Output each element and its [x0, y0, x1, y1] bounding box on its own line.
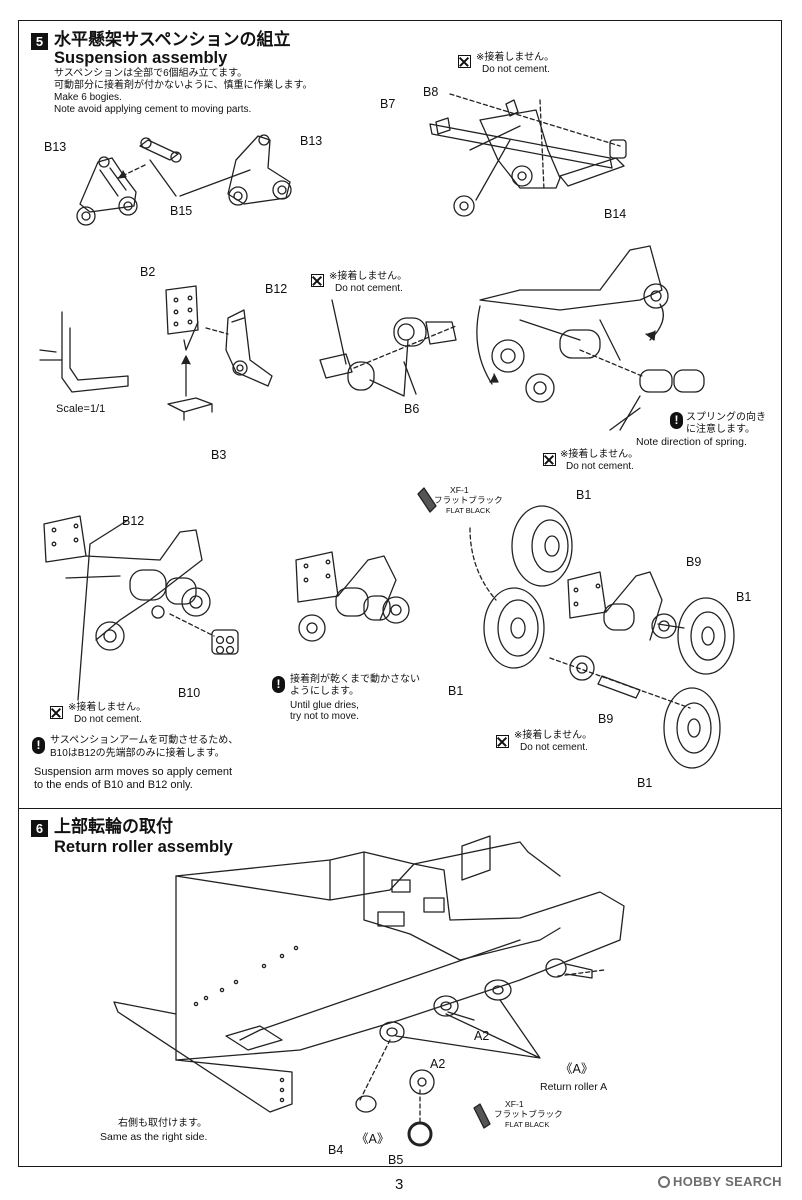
label-b8: B8: [423, 85, 439, 99]
step-5-title-jp: 水平懸架サスペンションの組立: [54, 30, 291, 49]
glue-note-jp-2: ようにします。: [290, 686, 359, 697]
no-cement-en-top: Do not cement.: [482, 64, 550, 75]
bogie-assembly-top: [476, 245, 705, 403]
scale-label: Scale=1/1: [56, 403, 106, 415]
bogie-b12-b10-assembly: [43, 515, 211, 651]
return-roller-a-label: Return roller A: [540, 1081, 608, 1093]
b14-axle-assembly: [429, 99, 627, 217]
spring-note-jp-2: に注意します。: [686, 424, 755, 435]
no-cement-jp-b10: ※接着しません。: [68, 702, 147, 713]
label-b15: B15: [170, 204, 193, 218]
watermark: HOBBY SEARCH: [658, 1174, 782, 1189]
paint-code-wheels: XF-1: [450, 485, 469, 495]
no-cement-en-b9: Do not cement.: [520, 742, 588, 753]
paint-name-jp-wheels: フラットブラック: [434, 495, 503, 505]
b3-part: [167, 397, 213, 421]
label-a2-upper: A2: [474, 1029, 490, 1043]
watermark-logo-icon: [658, 1176, 670, 1188]
no-cement-icon: [543, 453, 556, 466]
road-wheel-b1-top: [511, 505, 573, 587]
arm-note-jp-2: B10はB12の先端部のみに接着します。: [50, 748, 225, 759]
label-b9-bottom: B9: [598, 712, 614, 726]
label-b13-left: B13: [44, 140, 67, 154]
label-a2-lower: A2: [430, 1057, 446, 1071]
no-cement-icon: [458, 55, 471, 68]
label-b1-bottom: B1: [637, 776, 653, 790]
b12-arm-part: [225, 309, 273, 387]
no-cement-jp-b6: ※接着しません。: [329, 271, 408, 282]
bogie-with-b9-axles: [567, 571, 685, 699]
section-divider: [18, 808, 782, 809]
glue-note-en-1: Until glue dries,: [290, 700, 359, 711]
b13-right-part: [227, 134, 292, 206]
label-b13-right: B13: [300, 134, 323, 148]
return-roller-parts: [355, 979, 512, 1147]
label-b14: B14: [604, 207, 627, 221]
right-side-note-jp: 右側も取付けます。: [118, 1118, 207, 1129]
step-5-intro-en-2: Note avoid applying cement to moving par…: [54, 104, 252, 115]
step-5-intro-en-1: Make 6 bogies.: [54, 92, 122, 103]
spring-note-jp-1: スプリングの向き: [686, 412, 766, 423]
paint-code-roller: XF-1: [505, 1099, 524, 1109]
paint-name-en-roller: FLAT BLACK: [505, 1120, 550, 1129]
b13-left-part: [76, 156, 138, 226]
spring-note-en: Note direction of spring.: [636, 436, 747, 448]
step-5-intro-jp-1: サスペンションは全部で6個組み立てます。: [54, 68, 248, 79]
label-b2: B2: [140, 265, 156, 279]
arm-note-en-2: to the ends of B10 and B12 only.: [34, 779, 193, 791]
no-cement-en-b6: Do not cement.: [335, 283, 403, 294]
label-b3: B3: [211, 448, 227, 462]
label-b1-right: B1: [736, 590, 752, 604]
no-cement-icon: [311, 274, 324, 287]
label-a-right: 《A》: [560, 1062, 594, 1076]
label-a-left: 《A》: [356, 1132, 390, 1146]
label-b12-top: B12: [265, 282, 288, 296]
label-b7: B7: [380, 97, 396, 111]
paint-name-jp-roller: フラットブラック: [494, 1109, 563, 1119]
no-cement-en-b10: Do not cement.: [74, 714, 142, 725]
step-5-title-en: Suspension assembly: [54, 49, 228, 67]
instruction-frame: [18, 20, 782, 1167]
step-6-title-en: Return roller assembly: [54, 838, 233, 856]
no-cement-en-spring: Do not cement.: [566, 461, 634, 472]
glue-note-en-2: try not to move.: [290, 711, 359, 722]
step-6-title-jp: 上部転輪の取付: [54, 817, 173, 836]
label-b10: B10: [178, 686, 201, 700]
label-b1-top: B1: [576, 488, 592, 502]
b2-plate-part: [165, 285, 199, 351]
watermark-text: HOBBY SEARCH: [673, 1174, 782, 1189]
glue-note-jp-1: 接着剤が乾くまで動かさない: [290, 674, 420, 685]
caution-icon: !: [272, 676, 285, 693]
label-b4: B4: [328, 1143, 344, 1157]
road-wheel-b1-right: [677, 597, 735, 675]
chassis-hull: [113, 835, 625, 1113]
right-side-note-en: Same as the right side.: [100, 1131, 208, 1143]
label-b1-left: B1: [448, 684, 464, 698]
label-b6: B6: [404, 402, 420, 416]
b10-part: [211, 629, 239, 655]
no-cement-jp-top: ※接着しません。: [476, 52, 555, 63]
scale-detail: [39, 311, 129, 393]
no-cement-icon: [50, 706, 63, 719]
step-6-badge: 6: [31, 820, 48, 837]
step-5-badge: 5: [31, 33, 48, 50]
bogie-assembled-center: [295, 551, 410, 642]
arm-note-en-1: Suspension arm moves so apply cement: [34, 766, 233, 778]
no-cement-icon: [496, 735, 509, 748]
road-wheel-b1-bottom: [663, 687, 721, 769]
road-wheel-b1-left: [483, 587, 545, 669]
caution-icon: !: [670, 412, 683, 429]
label-b5: B5: [388, 1153, 404, 1167]
no-cement-jp-b9: ※接着しません。: [514, 730, 593, 741]
step-5-intro-jp-2: 可動部分に接着剤が付かないように、慎重に作業します。: [54, 80, 313, 91]
caution-icon: !: [32, 737, 45, 754]
label-b9-top: B9: [686, 555, 702, 569]
page-number: 3: [395, 1176, 404, 1193]
arm-note-jp-1: サスペンションアームを可動させるため、: [50, 735, 239, 746]
label-b12-mid: B12: [122, 514, 145, 528]
b15-pin-part: [139, 137, 182, 163]
no-cement-jp-spring: ※接着しません。: [560, 449, 639, 460]
paint-name-en-wheels: FLAT BLACK: [446, 506, 491, 515]
